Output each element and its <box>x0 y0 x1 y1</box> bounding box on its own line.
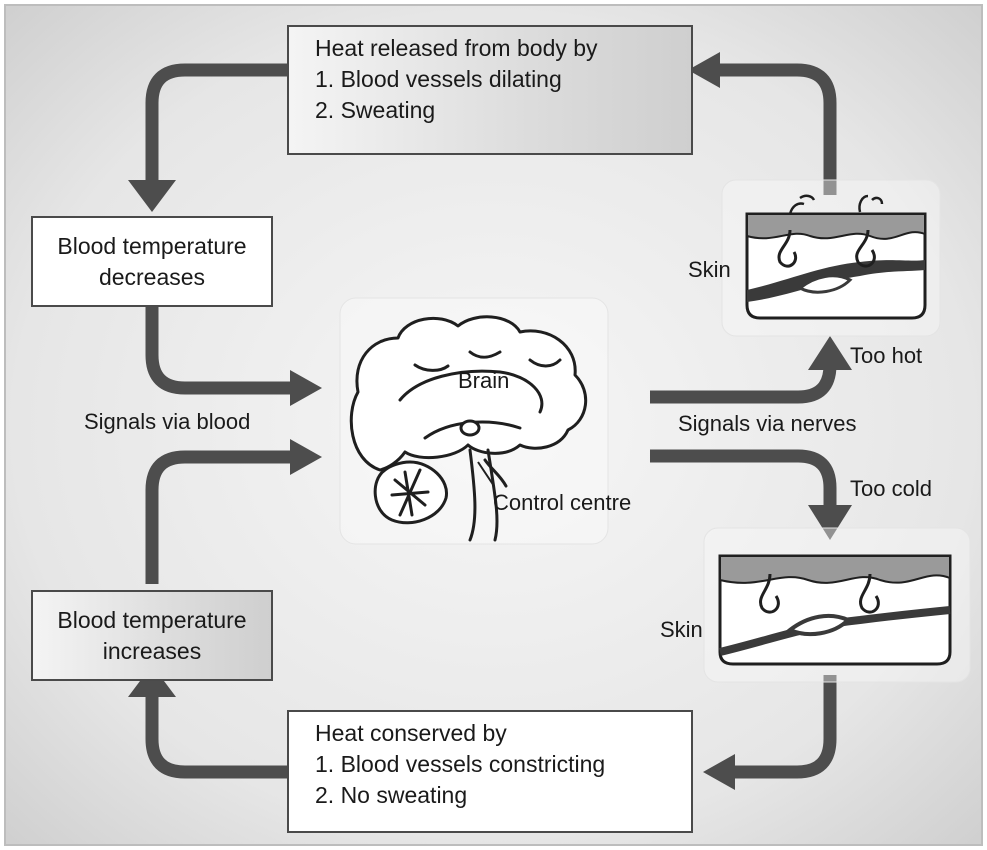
heat-released-box: Heat released from body by 1. Blood vess… <box>287 25 693 155</box>
temp-increases-box: Blood temperature increases <box>31 590 273 681</box>
arrowhead-down-left-top <box>128 180 176 212</box>
heat-released-title: Heat released from body by <box>315 35 598 61</box>
arrow-decrease-to-brain <box>145 307 290 395</box>
control-centre-label: Control centre <box>493 490 632 515</box>
arrow-heat-released-to-decrease <box>145 63 287 180</box>
arrowhead-up-left-bottom <box>128 665 176 697</box>
heat-released-item-2: 2. Sweating <box>315 97 436 123</box>
arrow-hot-skin-to-released <box>720 63 837 195</box>
temp-decreases-box: Blood temperature decreases <box>31 216 273 307</box>
skin-label-top: Skin <box>688 257 731 282</box>
control-centre-pointer <box>477 461 495 487</box>
skin-illustration-hot <box>745 194 927 320</box>
arrow-conserved-to-increase <box>145 695 287 779</box>
arrow-increase-to-brain <box>145 450 290 584</box>
heat-conserved-title: Heat conserved by <box>315 720 507 746</box>
signals-via-blood-label: Signals via blood <box>84 409 251 434</box>
arrowhead-left-bottom <box>703 754 735 790</box>
heat-conserved-item-2: 2. No sweating <box>315 782 468 808</box>
arrowhead-left-top <box>688 52 720 88</box>
temp-decreases-line-2: decreases <box>98 263 206 290</box>
heat-conserved-box: Heat conserved by 1. Blood vessels const… <box>287 710 693 833</box>
temp-increases-line-2: increases <box>102 637 202 664</box>
temp-increases-line-1: Blood temperature <box>57 606 247 633</box>
brain-illustration <box>349 315 588 542</box>
arrowhead-right-blood-bottom <box>290 439 322 475</box>
brain-label: Brain <box>458 368 510 393</box>
arrowhead-right-blood-top <box>290 370 322 406</box>
arrow-brain-to-skin-cold <box>650 449 837 505</box>
arrowhead-up-hot <box>808 336 852 370</box>
temp-decreases-line-1: Blood temperature <box>57 232 247 259</box>
skin-label-bottom: Skin <box>660 617 703 642</box>
arrow-cold-skin-to-conserved <box>735 675 837 779</box>
heat-conserved-item-1: 1. Blood vessels constricting <box>315 751 606 777</box>
skin-illustration-cold <box>718 554 952 666</box>
too-cold-label: Too cold <box>850 476 932 501</box>
heat-released-item-1: 1. Blood vessels dilating <box>315 66 562 92</box>
arrowhead-down-cold <box>808 505 852 540</box>
too-hot-label: Too hot <box>850 343 923 368</box>
signals-via-nerves-label: Signals via nerves <box>678 411 857 436</box>
